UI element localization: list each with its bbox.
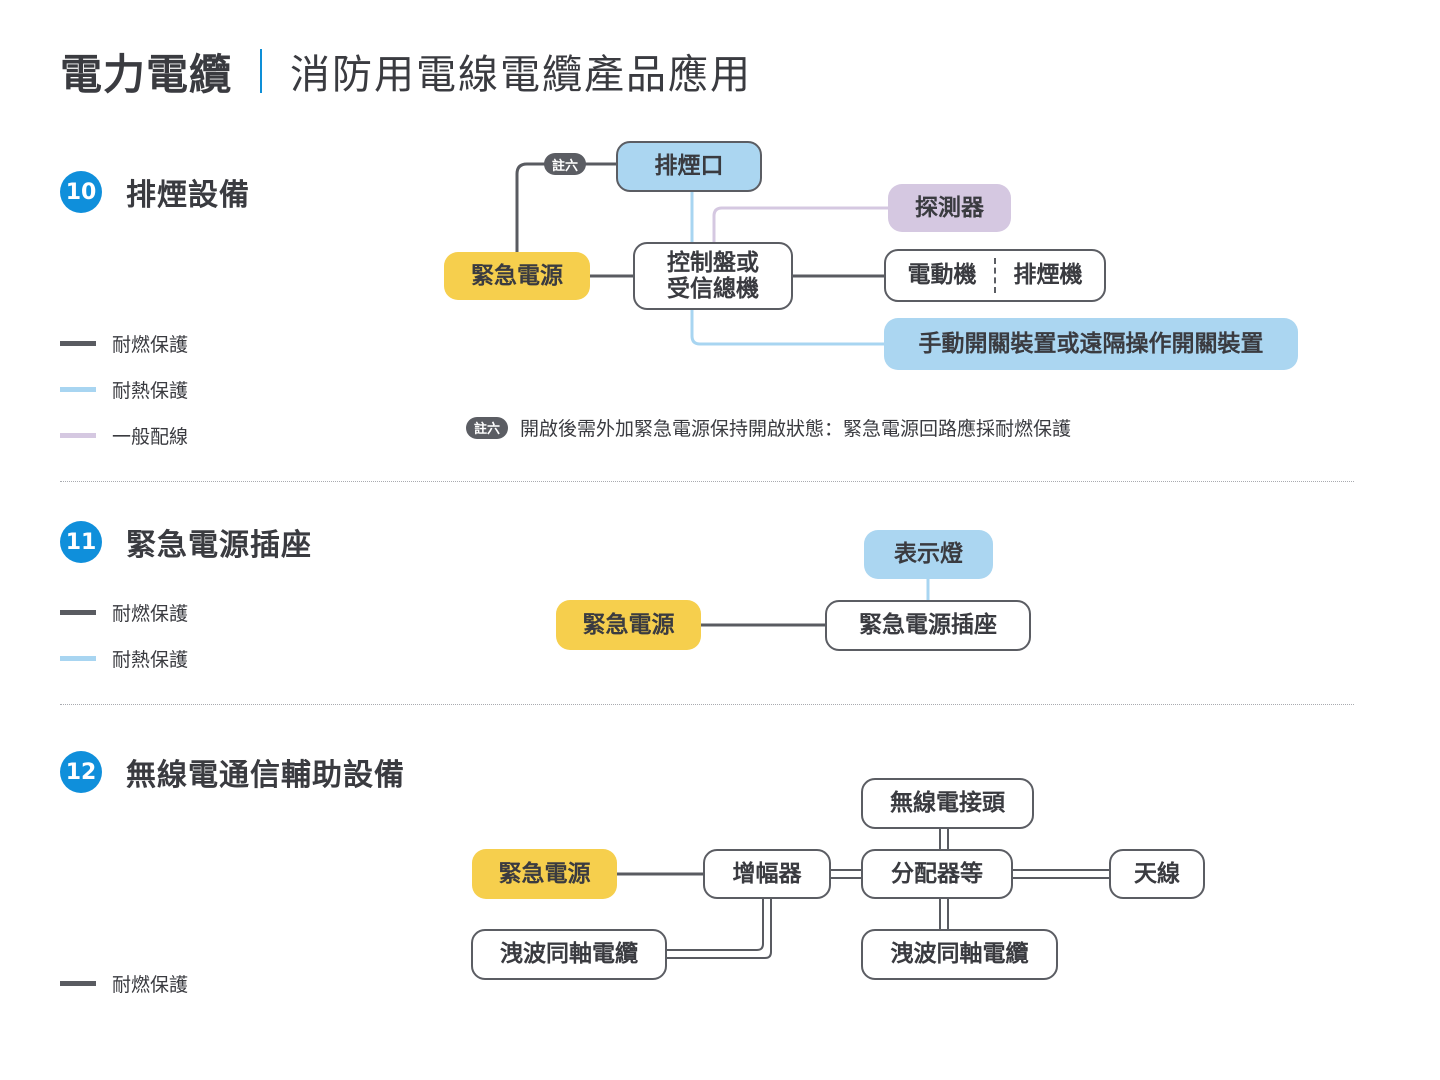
- double-line-distributor-to-antenna: [1012, 869, 1110, 879]
- node-amplifier: 增幅器: [703, 849, 831, 899]
- section-separator: [60, 704, 1354, 705]
- legend-label: 耐燃保護: [112, 603, 189, 625]
- node-emergency-power: 緊急電源: [556, 600, 701, 650]
- node-detector: 探測器: [888, 184, 1011, 232]
- legend-label: 耐燃保護: [112, 334, 189, 356]
- note-badge: 註六: [466, 416, 509, 439]
- section-title: 緊急電源插座: [126, 528, 312, 563]
- section-10-note: 註六 開啟後需外加緊急電源保持開啟狀態：緊急電源回路應採耐燃保護: [466, 414, 1071, 441]
- legend-fire-resistant: 耐燃保護: [60, 970, 188, 997]
- section-number-badge: 12: [60, 751, 102, 793]
- legend-swatch-fire: [60, 341, 96, 346]
- legend-swatch-heat: [60, 387, 96, 392]
- section-title: 排煙設備: [126, 178, 250, 213]
- line-power-to-exhaust-port: [515, 162, 618, 252]
- legend-fire-resistant: 耐燃保護: [60, 599, 188, 626]
- legend-label: 耐燃保護: [112, 974, 189, 996]
- node-manual-switch: 手動開關裝置或遠隔操作開關裝置: [884, 318, 1298, 370]
- section-10-header: 10 排煙設備: [60, 170, 250, 214]
- node-distributor: 分配器等: [861, 849, 1013, 899]
- title-divider: [260, 49, 263, 93]
- section-12-header: 12 無線電通信輔助設備: [60, 750, 405, 794]
- node-control-panel: 控制盤或 受信總機: [633, 242, 793, 310]
- legend-heat-resistant: 耐熱保護: [60, 645, 188, 672]
- page-subtitle: 消防用電線電纜產品應用: [290, 52, 753, 98]
- line-panel-to-manual-switch: [690, 308, 886, 346]
- double-line-distributor-to-coax: [939, 898, 949, 930]
- legend-label: 耐熱保護: [112, 649, 189, 671]
- legend-swatch-fire: [60, 981, 96, 986]
- node-emergency-outlet: 緊急電源插座: [825, 600, 1031, 651]
- node-emergency-power: 緊急電源: [472, 849, 617, 899]
- page-header: 電力電纜 消防用電線電纜產品應用: [60, 44, 753, 99]
- node-indicator-light: 表示燈: [864, 530, 993, 579]
- node-motor: 電動機: [907, 262, 977, 289]
- legend-heat-resistant: 耐熱保護: [60, 376, 188, 403]
- node-control-panel-line1: 控制盤或: [667, 249, 759, 276]
- section-title: 無線電通信輔助設備: [126, 758, 405, 793]
- node-emergency-power: 緊急電源: [444, 252, 590, 300]
- legend-swatch-fire: [60, 610, 96, 615]
- node-leaky-coax-right: 洩波同軸電纜: [861, 929, 1058, 980]
- legend-general-wiring: 一般配線: [60, 422, 188, 449]
- double-line-amplifier-to-distributor: [830, 869, 862, 879]
- node-leaky-coax-left: 洩波同軸電纜: [471, 929, 667, 980]
- legend-label: 耐熱保護: [112, 380, 189, 402]
- legend-swatch-heat: [60, 656, 96, 661]
- legend-label: 一般配線: [112, 426, 189, 448]
- section-11-header: 11 緊急電源插座: [60, 520, 312, 564]
- section-separator: [60, 481, 1354, 482]
- double-line-amplifier-to-coax: [666, 898, 772, 959]
- legend-fire-resistant: 耐燃保護: [60, 330, 188, 357]
- line-panel-to-detector: [712, 206, 890, 244]
- node-exhaust-fan: 排煙機: [1013, 262, 1083, 289]
- node-exhaust-port: 排煙口: [616, 141, 762, 192]
- section-number-badge: 11: [60, 521, 102, 563]
- node-radio-connector: 無線電接頭: [861, 778, 1034, 829]
- note-text: 開啟後需外加緊急電源保持開啟狀態：緊急電源回路應採耐燃保護: [520, 418, 1072, 440]
- double-line-connector-to-distributor: [939, 828, 949, 850]
- node-dashed-divider: [994, 258, 996, 293]
- page-title: 電力電纜: [60, 49, 233, 99]
- section-number-badge: 10: [60, 171, 102, 213]
- node-control-panel-line2: 受信總機: [667, 276, 759, 302]
- node-motor-exhaust-fan: 電動機 排煙機: [884, 249, 1106, 302]
- note-badge: 註六: [544, 153, 587, 175]
- node-antenna: 天線: [1109, 849, 1205, 899]
- legend-swatch-general: [60, 433, 96, 438]
